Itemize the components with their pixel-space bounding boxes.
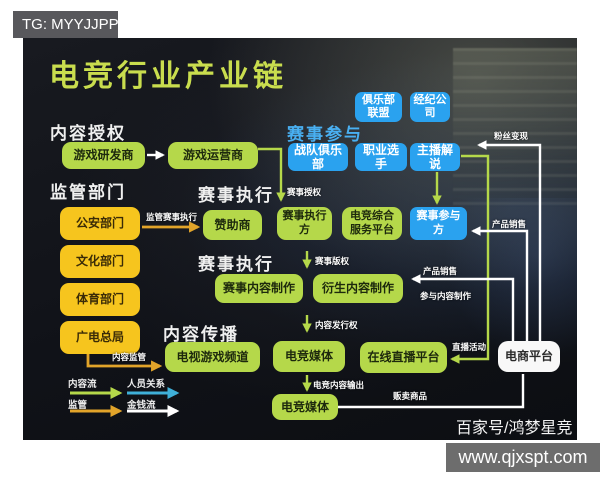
node-streamer-caster: 主播解说 xyxy=(410,143,460,171)
diagram-title: 电竞行业产业链 xyxy=(49,60,287,93)
node-culture: 文化部门 xyxy=(60,245,140,278)
legend-label-money-flow: 金钱流 xyxy=(127,400,156,411)
node-esports-media-2: 电竞媒体 xyxy=(272,394,338,420)
arena-photo-decoration xyxy=(453,48,577,208)
edge-label-content-regulation: 内容监管 xyxy=(112,352,147,362)
legend-label-personnel-relation: 人员关系 xyxy=(127,379,166,390)
node-broadcast-admin: 广电总局 xyxy=(60,321,140,354)
heading-content-distribution: 内容传播 xyxy=(163,325,239,344)
node-event-executor: 赛事执行方 xyxy=(277,207,332,240)
edge-label-event-authorization: 赛事授权 xyxy=(287,187,322,197)
legend-label-content-flow: 内容流 xyxy=(68,379,97,390)
edge-label-regulate-event-execution: 监管赛事执行 xyxy=(146,212,198,222)
edge-label-sell-goods: 贩卖商品 xyxy=(393,391,428,401)
diagram-canvas: 电竞行业产业链 内容授权 监管部门 赛事参与 赛事执行 赛事执行 内容传播 游戏… xyxy=(23,38,577,440)
legend-label-regulation: 监管 xyxy=(68,400,88,411)
edge-label-fan-monetization: 粉丝变现 xyxy=(494,131,529,141)
node-pro-player: 职业选手 xyxy=(355,143,407,171)
node-police: 公安部门 xyxy=(60,207,140,240)
telegram-watermark-badge: TG: MYYJJPP xyxy=(13,11,119,38)
edge-label-live-activity: 直播活动 xyxy=(452,342,487,352)
edge-label-content-distribution-right: 内容发行权 xyxy=(315,320,358,330)
heading-event-execution-2: 赛事执行 xyxy=(198,255,274,274)
node-esports-media: 电竞媒体 xyxy=(273,341,345,372)
node-team-club: 战队俱乐部 xyxy=(288,143,348,171)
node-sports: 体育部门 xyxy=(60,283,140,316)
edge-label-product-sales-lower: 产品销售 xyxy=(423,266,458,276)
node-club-alliance: 俱乐部联盟 xyxy=(355,92,402,122)
site-watermark: www.qjxspt.com xyxy=(446,443,600,472)
edge-sell-goods xyxy=(338,374,525,409)
node-tv-game-channel: 电视游戏频道 xyxy=(165,342,260,372)
node-online-live-platform: 在线直播平台 xyxy=(360,342,447,373)
node-esports-service-platform: 电竞综合服务平台 xyxy=(342,207,402,240)
node-game-operator: 游戏运营商 xyxy=(168,142,258,169)
node-sponsor: 赞助商 xyxy=(203,210,262,240)
edge-label-product-sales-upper: 产品销售 xyxy=(492,219,527,229)
node-game-developer: 游戏研发商 xyxy=(62,142,145,169)
heading-regulators: 监管部门 xyxy=(50,183,126,202)
node-event-content-production: 赛事内容制作 xyxy=(215,274,303,303)
heading-content-license: 内容授权 xyxy=(50,124,126,143)
edge-label-participate-content-production: 参与内容制作 xyxy=(420,291,472,301)
node-derivative-content-production: 衍生内容制作 xyxy=(313,274,403,303)
node-agency: 经纪公司 xyxy=(410,92,450,122)
node-ecommerce-platform: 电商平台 xyxy=(498,341,560,372)
heading-event-participation: 赛事参与 xyxy=(287,125,363,144)
node-event-participant: 赛事参与方 xyxy=(410,207,467,240)
baijiahao-watermark: 百家号/鸿梦星竞 xyxy=(456,420,573,437)
heading-event-execution-1: 赛事执行 xyxy=(198,186,274,205)
edge-label-event-copyright: 赛事版权 xyxy=(315,256,350,266)
edge-label-esports-content-output: 电竞内容输出 xyxy=(313,380,365,390)
